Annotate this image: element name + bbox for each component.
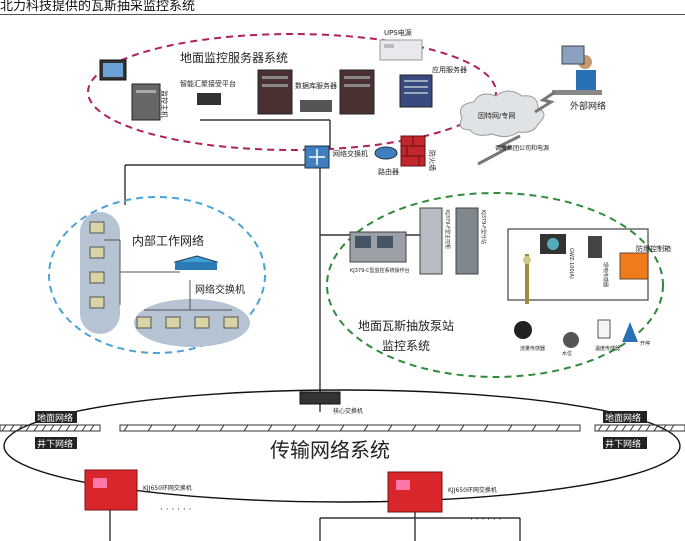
router-icon — [374, 146, 398, 160]
control-box-label: 防爆控制箱 — [636, 244, 671, 253]
gas-sensor-label: GWZ-100(A) — [568, 248, 574, 279]
field-devices — [514, 319, 638, 348]
ground-hatch-mid — [119, 424, 581, 432]
breaker-label: 馈电传感器 — [602, 262, 609, 287]
page-title: 北力科技提供的瓦斯抽采监控系统 — [0, 0, 685, 15]
ground-left-label: 地面网络 — [37, 412, 73, 424]
firewall-icon — [400, 135, 426, 167]
ground-right-tag — [603, 411, 647, 423]
transport-title: 传输网络系统 — [270, 438, 390, 462]
gateway-device — [197, 93, 221, 105]
pump-station-title-1: 地面瓦斯抽放泵站 — [358, 318, 454, 333]
control-console-icon — [349, 231, 407, 263]
control-box-icon — [619, 252, 649, 280]
ring-dots-2: · · · · · · — [470, 515, 501, 525]
wireless-link-2 — [534, 90, 556, 114]
cabinet-a-label: KJ379-F型主控柜 — [444, 210, 451, 249]
gateway-label: 智能汇聚接受平台 — [180, 79, 236, 88]
network-switch-label: 网络交换机 — [333, 149, 368, 158]
pump-station-title-2: 监控系统 — [382, 339, 430, 353]
app-server-icon — [399, 74, 433, 108]
ground-hatch-right — [594, 424, 685, 432]
cloud-icon — [459, 90, 545, 138]
app-server-label: 应用服务器 — [432, 65, 467, 74]
core-switch-icon — [299, 391, 341, 405]
under-left-label: 井下网络 — [37, 438, 73, 450]
internal-switch-icon — [173, 255, 219, 270]
internal-links — [104, 239, 232, 311]
switch-item-label: 开停 — [640, 340, 650, 347]
internal-workstation-pool — [134, 299, 250, 347]
temp-label: 温度传感器 — [595, 345, 620, 352]
valve-label: 水位 — [562, 350, 572, 357]
breaker-sensor-icon — [588, 236, 602, 258]
monitor-host-icon — [99, 59, 161, 121]
gas-sensor-icon — [540, 234, 566, 254]
flow-label: 流量传感器 — [520, 345, 545, 352]
server-group-boundary — [87, 33, 497, 151]
internal-switch-label: 网络交换机 — [195, 283, 245, 296]
db-server-label: 数据库服务器 — [295, 81, 337, 90]
external-note: 调度集团公司和电源 — [495, 144, 549, 152]
ground-hatch-left — [0, 424, 101, 432]
external-net-label: 外部网络 — [570, 100, 606, 112]
flow-sensor-icon — [523, 254, 531, 304]
cabinet-b-label: KJ379-F型分站 — [480, 210, 487, 244]
internal-network-title: 内部工作网络 — [132, 233, 204, 248]
monitor-host-label: 监控主机 — [160, 90, 169, 118]
ring-switch-2-icon — [387, 471, 443, 513]
wireless-link — [477, 134, 521, 166]
under-left-tag — [35, 437, 77, 449]
external-user-icon — [552, 45, 602, 95]
db-server-rack-2 — [339, 69, 375, 115]
under-right-label: 井下网络 — [605, 438, 641, 450]
ground-right-label: 地面网络 — [605, 412, 641, 424]
network-switch-icon — [304, 145, 330, 169]
monitor-screen — [300, 100, 332, 112]
server-group-title: 地面监控服务器系统 — [180, 50, 288, 65]
ring-switch-2-label: KJJ650环网交换机 — [448, 486, 497, 494]
internal-workstations — [89, 221, 239, 329]
control-cabinet-b — [455, 207, 479, 275]
under-right-tag — [603, 437, 647, 449]
ring-dots-1: · · · · · · — [160, 505, 191, 515]
db-server-rack-1 — [257, 69, 293, 115]
cloud-label: 因特网/专网 — [478, 111, 515, 120]
pump-station-boundary — [326, 192, 664, 378]
internal-network-boundary — [48, 196, 266, 354]
firewall-label: 防火墙 — [428, 150, 437, 171]
router-label: 路由器 — [378, 167, 399, 176]
ups-label: UPS电源 — [384, 28, 412, 37]
ring-switch-1-icon — [84, 469, 138, 511]
transport-ring — [3, 389, 681, 503]
ring-switch-1-label: KJJ650环网交换机 — [143, 484, 192, 492]
ups-device — [379, 39, 423, 61]
ground-left-tag — [35, 411, 77, 423]
core-switch-label: 核心交换机 — [333, 407, 363, 415]
console-label: KJ379-C型监控系统操作台 — [350, 267, 410, 274]
control-cabinet-a — [419, 207, 443, 275]
